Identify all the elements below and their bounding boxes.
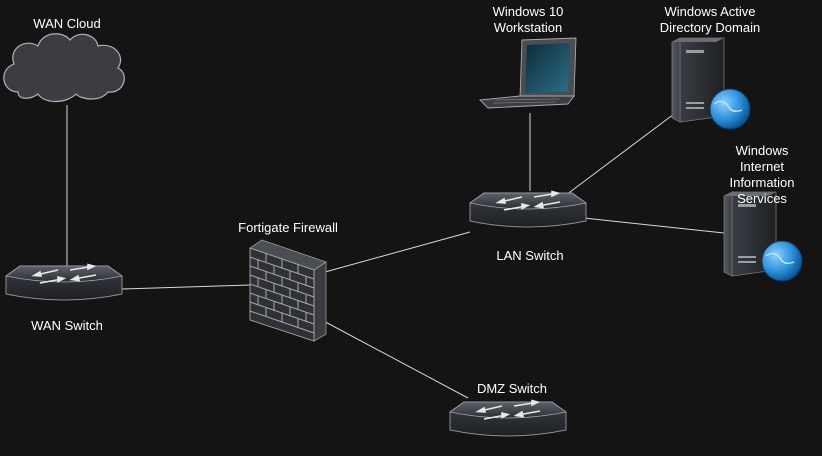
workstation-label: Windows 10 Workstation — [492, 4, 564, 35]
wan-cloud-icon — [3, 33, 125, 103]
iis-globe-icon — [761, 240, 803, 282]
lan-switch-icon — [469, 190, 587, 228]
wan-cloud-label: WAN Cloud — [33, 16, 101, 31]
dmz-switch-label: DMZ Switch — [476, 381, 548, 396]
link-lanswitch-iis — [583, 217, 725, 234]
link-wanswitch-firewall — [121, 284, 251, 290]
dmz-switch-icon — [449, 399, 567, 437]
link-lanswitch-ad — [565, 113, 675, 196]
firewall-icon — [249, 239, 327, 342]
link-firewall-dmzswitch — [317, 317, 469, 399]
ad-server-label: Windows Active Directory Domain — [659, 4, 761, 35]
lan-switch-label: LAN Switch — [496, 248, 564, 263]
link-firewall-lanswitch — [324, 231, 471, 273]
laptop-icon — [479, 37, 577, 109]
ad-globe-icon — [709, 88, 751, 130]
wan-switch-label: WAN Switch — [31, 318, 103, 333]
wan-switch-icon — [5, 263, 123, 301]
firewall-label: Fortigate Firewall — [238, 220, 338, 235]
iis-server-label: Windows Internet Information Services — [729, 143, 795, 206]
